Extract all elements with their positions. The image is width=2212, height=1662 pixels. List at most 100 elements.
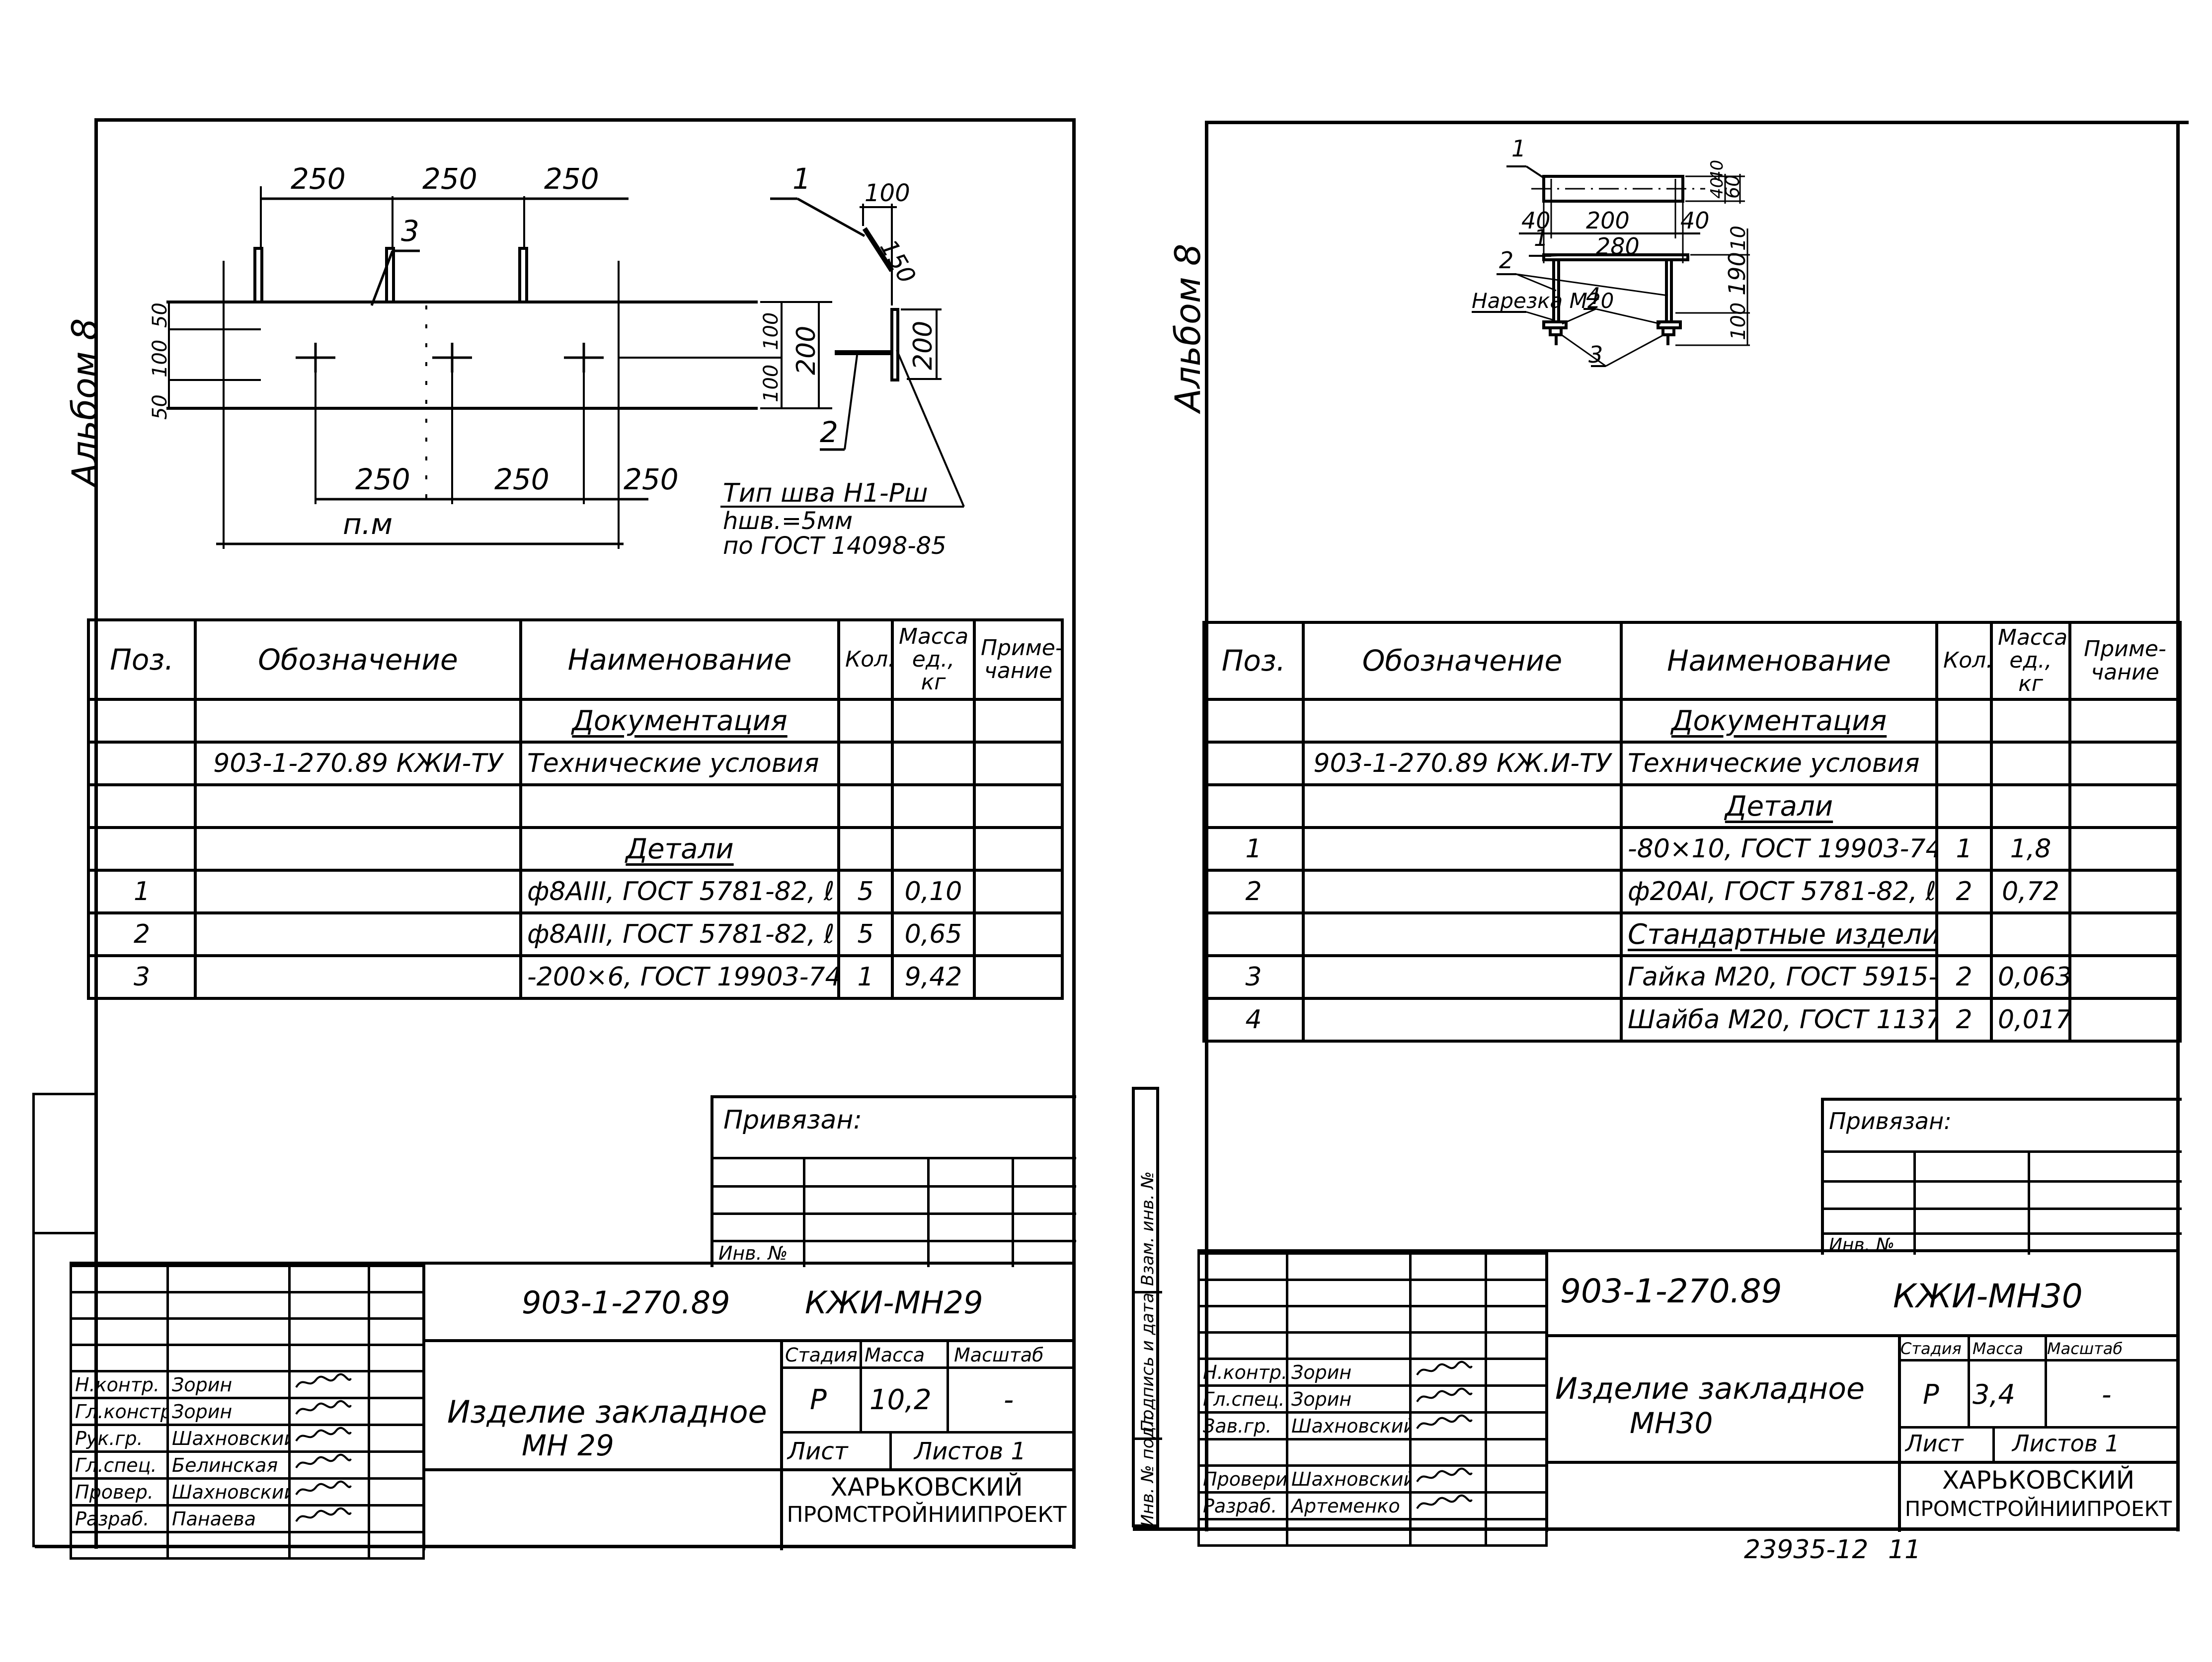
spec-cell-designation: [194, 826, 522, 872]
frame-bottom: [1133, 1527, 2180, 1531]
spec-cell-note: [973, 826, 1064, 872]
signature-date: [368, 1450, 425, 1480]
signature-row-empty: [70, 1531, 425, 1560]
signature-name: Шахновский: [1286, 1411, 1412, 1440]
side-dim-right: 200: [908, 321, 938, 370]
spec-cell-designation: [1302, 826, 1623, 872]
frame-top: [97, 118, 1076, 122]
signature-cell: [1485, 1305, 1548, 1334]
signature-name: Зорин: [1286, 1358, 1412, 1387]
signature-date: [1485, 1358, 1548, 1387]
elev-dim-2: 190: [1724, 252, 1750, 296]
dim-bottom-2: 250: [494, 462, 550, 496]
signature-scribble-icon: [295, 1400, 352, 1415]
spec-cell-name: -200×6, ГОСТ 19903-74, ℓ=п.м: [519, 954, 840, 1000]
signature-date: [368, 1397, 425, 1426]
spec-cell-note: [2068, 826, 2182, 872]
elev-leader-2: 2: [1499, 247, 1513, 274]
signature-row-empty: [1197, 1305, 1548, 1334]
drawing-mn29: 250 250 250 250 250 250 п.м 3 1 2 100 15…: [149, 162, 965, 560]
spec-cell-qty: 2: [1935, 997, 1993, 1043]
spec-cell-note: [2068, 997, 2182, 1043]
spec-cell-note: [2068, 954, 2182, 1000]
spec-row: 1-80×10, ГОСТ 19903-74*, ℓ=28011,8: [1202, 826, 2182, 872]
spec-cell-qty: 5: [837, 869, 894, 914]
spec-cell-pos: [87, 698, 197, 744]
spec-cell-note: [973, 698, 1064, 744]
spec-cell-designation: [1302, 783, 1623, 829]
spec-cell-mass: 0,72: [1990, 869, 2071, 914]
spec-cell-qty: 2: [1935, 869, 1993, 914]
weld-note-line2: hшв.=5мм: [723, 507, 853, 535]
signature-cell: [70, 1344, 169, 1372]
signature-cell: [70, 1265, 169, 1293]
stage-label: Стадия: [1900, 1339, 1962, 1358]
dim-right-3: 200: [791, 326, 821, 375]
signature-date: [1485, 1438, 1548, 1467]
spec-cell-qty: [837, 698, 894, 744]
spec-cell-pos: 1: [87, 869, 197, 914]
col-name: Наименование: [1620, 621, 1938, 701]
signature-name: Артеменко: [1286, 1491, 1412, 1520]
signature-scribble-icon: [1416, 1415, 1473, 1430]
plan-dim-right-3: 60: [1722, 175, 1743, 199]
plan-leader-1: 1: [1511, 135, 1526, 162]
scale-value: -: [2102, 1379, 2112, 1410]
signature-cell: [166, 1265, 291, 1293]
dim-left-2: 100: [149, 340, 171, 378]
signature-cell: [1197, 1305, 1288, 1334]
signature-cell: [1485, 1518, 1548, 1547]
signature-mark: [288, 1370, 370, 1399]
spec-section-row: Документация: [1202, 698, 2182, 744]
spec-cell-mass: [1990, 698, 2071, 744]
side-plate: [890, 308, 899, 381]
spec-cell-mass: 0,65: [891, 911, 976, 957]
signature-date: [368, 1370, 425, 1399]
spec-cell-qty: [1935, 911, 1993, 957]
spec-cell-pos: [1202, 698, 1305, 744]
signature-name: Зорин: [166, 1370, 291, 1399]
spec-cell-mass: 0,10: [891, 869, 976, 914]
signature-cell: [1409, 1305, 1487, 1334]
spec-cell-pos: 3: [1202, 954, 1305, 1000]
elev-nut: [1661, 326, 1675, 336]
signature-cell: [368, 1317, 425, 1346]
frame-bottom: [35, 1545, 1076, 1548]
spec-cell-mass: 0,017: [1990, 997, 2071, 1043]
spec-cell-name: -80×10, ГОСТ 19903-74*, ℓ=280: [1620, 826, 1938, 872]
spec-cell-name: ф20АI, ГОСТ 5781-82, ℓ=290: [1620, 869, 1938, 914]
signature-mark: [1409, 1491, 1487, 1520]
spec-cell-name: Шайба М20, ГОСТ 11371-78*: [1620, 997, 1938, 1043]
dim-left-1: 50: [149, 394, 171, 420]
sheet-label: Лист: [788, 1437, 848, 1465]
signature-mark: [288, 1450, 370, 1480]
spec-cell-name: Технические условия: [1620, 741, 1938, 786]
signature-row: Рук.гр.Шахновский: [70, 1424, 425, 1453]
signature-role: Зав.гр.: [1197, 1411, 1288, 1440]
dim-top-2: 250: [422, 162, 477, 196]
inv-label: Инв. №: [718, 1242, 788, 1264]
side-anchor-angled: [862, 227, 894, 272]
spec-cell-qty: 1: [1935, 826, 1993, 872]
frame-top: [1207, 121, 2189, 124]
signature-cell: [1409, 1252, 1487, 1281]
mass-value: 3,4: [1973, 1379, 2015, 1410]
spec-cell-mass: [891, 783, 976, 829]
spec-cell-designation: [1302, 954, 1623, 1000]
signature-role: Проверил: [1197, 1464, 1288, 1494]
signature-cell: [70, 1317, 169, 1346]
thread-label: Нарезка М20: [1472, 289, 1614, 313]
spec-cell-note: [973, 869, 1064, 914]
signature-row: Н.контр.Зорин: [70, 1370, 425, 1399]
bound-label: Привязан:: [723, 1105, 862, 1135]
col-qty: Кол.: [1935, 621, 1993, 701]
signature-row: Провер.Шахновский: [70, 1477, 425, 1507]
signature-cell: [1197, 1252, 1288, 1281]
signature-name: Белинская: [166, 1450, 291, 1480]
signature-scribble-icon: [295, 1427, 352, 1442]
spec-cell-designation: 903-1-270.89 КЖ.И-ТУ: [1302, 741, 1623, 786]
spec-cell-designation: [1302, 869, 1623, 914]
signature-cell: [1409, 1518, 1487, 1547]
